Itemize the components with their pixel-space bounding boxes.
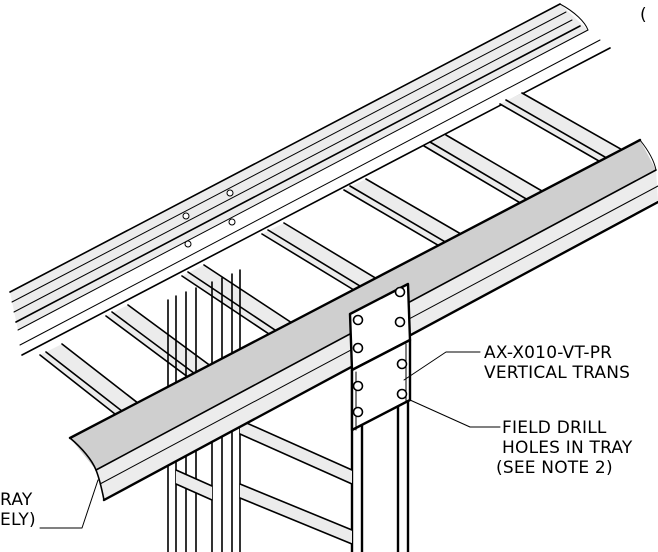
left-callout-line1: RAY: [0, 490, 33, 510]
field-drill-label-line1: FIELD DRILL: [502, 418, 607, 438]
left-callout-line2: ELY): [0, 510, 36, 530]
leader-lines: [39, 351, 501, 529]
callouts: ( AX-X010-VT-PR VERTICAL TRANS FIELD DRI…: [0, 5, 647, 530]
part-number-label: AX-X010-VT-PR: [484, 343, 612, 363]
part-description-label: VERTICAL TRANS: [484, 363, 630, 383]
field-drill-label-line3: (SEE NOTE 2): [496, 458, 613, 478]
vertical-transition-plate: [348, 282, 412, 432]
top-paren-text: (: [640, 5, 647, 25]
field-drill-label-line2: HOLES IN TRAY: [502, 438, 633, 458]
upper-side-rail: [9, 3, 611, 356]
